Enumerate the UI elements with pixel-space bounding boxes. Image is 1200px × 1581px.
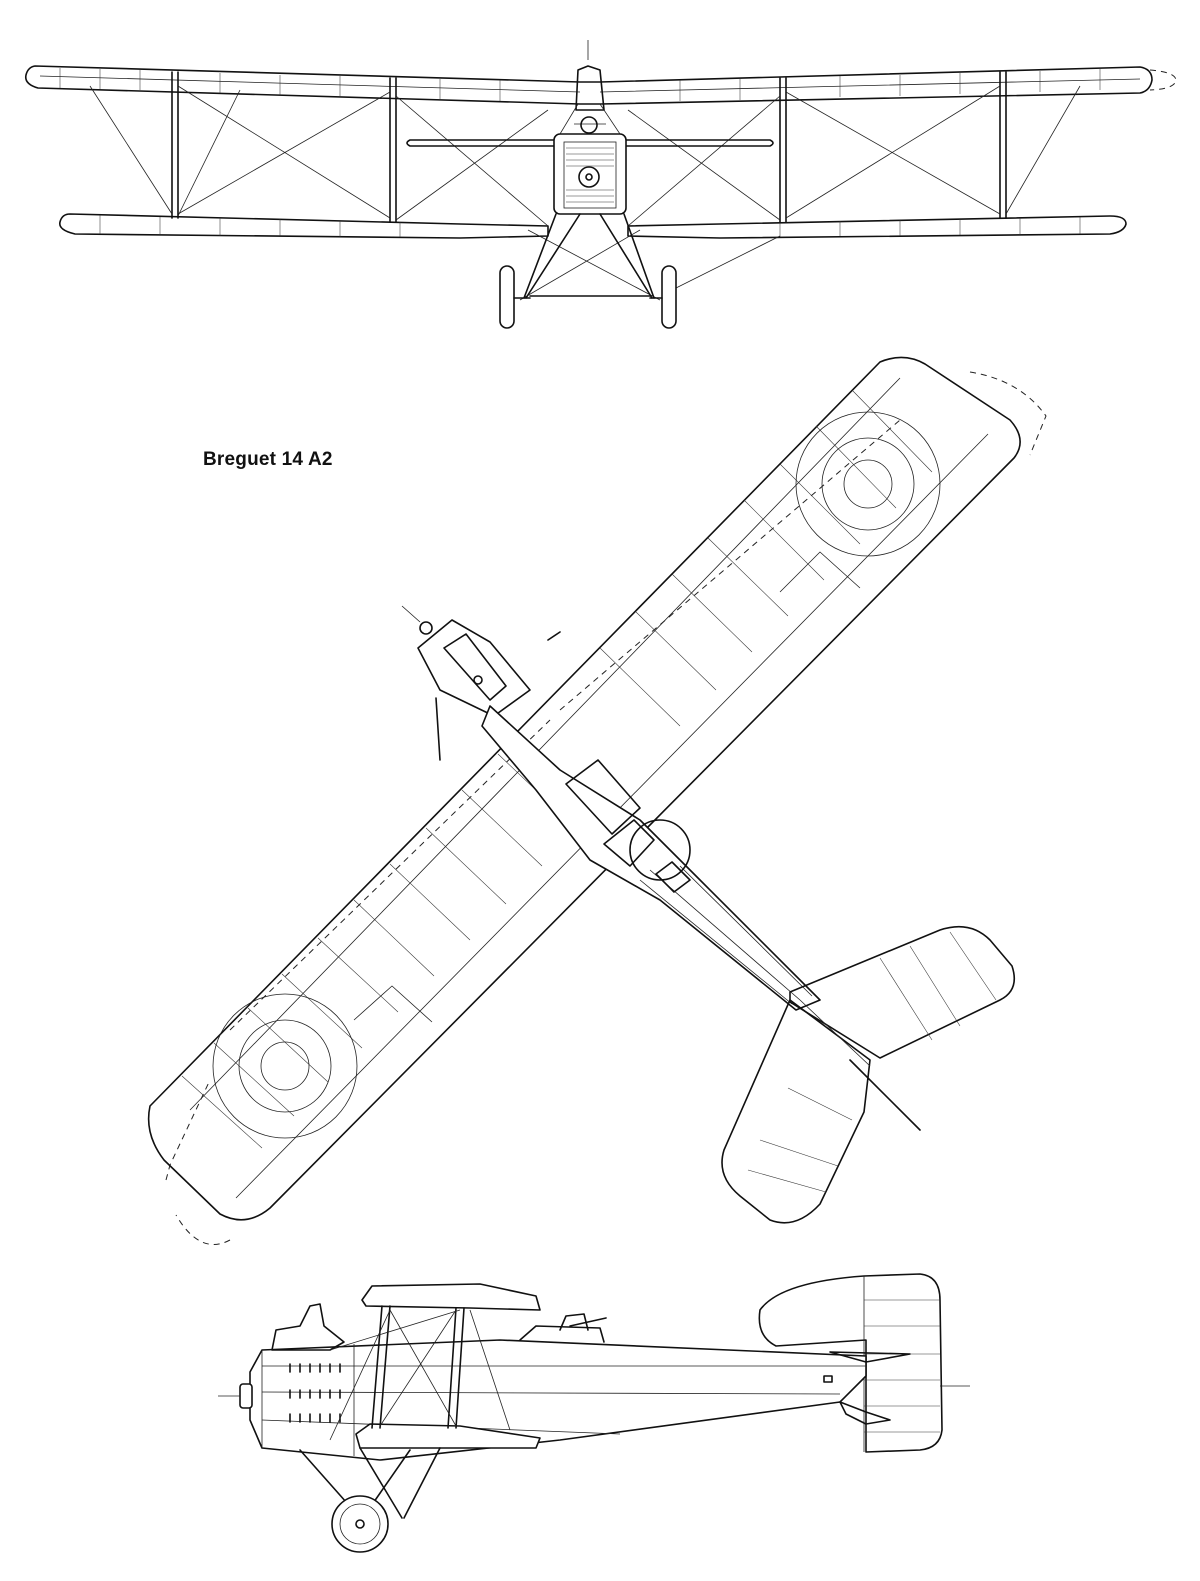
drawing-title: Breguet 14 A2 [203, 449, 333, 470]
